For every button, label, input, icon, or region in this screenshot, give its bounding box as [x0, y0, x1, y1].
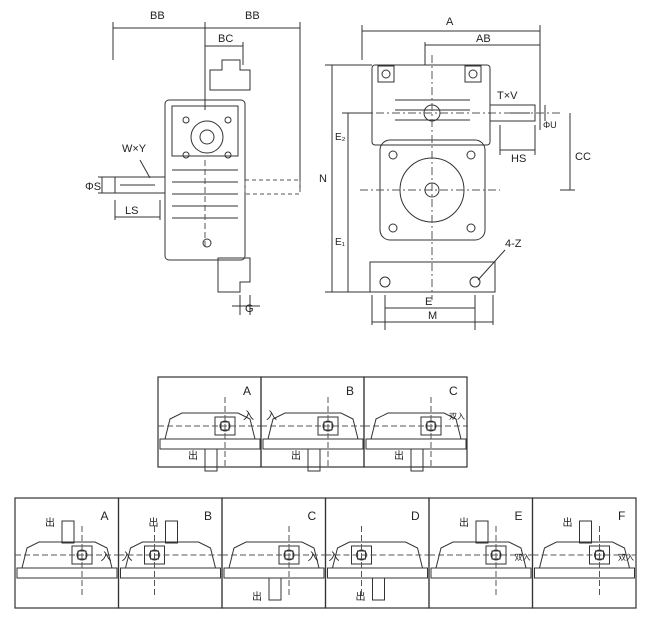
input-label: 双入	[449, 412, 465, 421]
gearbox-outline	[118, 520, 223, 596]
arrangement-f-row2: F 双入 出	[531, 497, 637, 609]
label-phi-u: ΦU	[543, 120, 557, 130]
arrangement-letter: B	[204, 509, 212, 523]
gearbox-outline	[222, 526, 326, 601]
output-label: 出	[356, 590, 366, 603]
input-label: 入	[329, 551, 340, 563]
front-view	[325, 25, 575, 330]
output-label: 出	[291, 449, 301, 462]
side-view	[98, 22, 301, 315]
label-4-z: 4-Z	[505, 238, 522, 250]
output-label: 出	[394, 449, 404, 462]
gearbox-outline	[429, 520, 533, 596]
output-label: 出	[563, 516, 573, 529]
dim-bb-left: BB	[150, 10, 165, 22]
label-hs: HS	[511, 153, 526, 165]
input-label: 入	[101, 551, 112, 563]
arrangement-a-row1: A入出	[157, 376, 262, 472]
output-label: 出	[459, 516, 469, 529]
arrangement-letter: C	[308, 509, 317, 523]
dim-ab: AB	[476, 33, 491, 45]
output-label: 出	[149, 516, 159, 529]
arrangement-c-row1: C 双入出	[363, 376, 468, 472]
arrangement-b-row2: B 入 出	[117, 497, 223, 609]
arrangement-frame	[531, 497, 637, 609]
input-label: 入	[243, 410, 254, 422]
gearbox-outline	[15, 520, 119, 596]
input-label: 双入	[515, 553, 531, 562]
arrangement-a-row2: A 入 出	[14, 497, 120, 609]
gearbox-outline	[532, 520, 637, 596]
arrangement-letter: D	[411, 509, 420, 523]
arrangement-letter: F	[618, 509, 625, 523]
label-g: G	[245, 303, 254, 315]
dim-bb-right: BB	[245, 10, 260, 22]
arrangement-frame	[363, 376, 468, 468]
arrangement-d-row2: D 入出	[324, 497, 430, 609]
arrangement-letter: A	[101, 509, 109, 523]
label-phi-s: ΦS	[85, 181, 101, 193]
dim-e2: E₂	[335, 132, 346, 143]
label-w-x-y: W×Y	[122, 143, 147, 155]
arrangement-letter: B	[346, 384, 354, 398]
output-label: 出	[252, 590, 262, 603]
label-ls: LS	[125, 205, 138, 217]
dim-n: N	[319, 173, 327, 185]
gearbox-outline	[325, 526, 430, 601]
dim-m: M	[428, 310, 437, 322]
gearbox-outline	[261, 397, 365, 472]
input-label: 入	[266, 410, 277, 422]
arrangement-e-row2: E 双入 出	[428, 497, 534, 609]
input-label: 入	[122, 551, 133, 563]
dim-a: A	[446, 16, 454, 28]
arrangement-letter: C	[449, 384, 458, 398]
arrangement-letter: A	[243, 384, 251, 398]
input-label: 双入	[618, 553, 634, 562]
label-t-x-v: T×V	[497, 90, 518, 102]
label-cc: CC	[575, 151, 591, 163]
dim-e1: E₁	[335, 237, 346, 248]
dim-e: E	[425, 296, 432, 308]
front-view-labels: A AB T×V ΦU HS CC 4-Z N E₂ E₁ E M	[319, 16, 591, 322]
input-label: 入	[308, 551, 319, 563]
output-label: 出	[188, 449, 198, 462]
arrangement-c-row2: C 入出	[221, 497, 327, 609]
output-label: 出	[45, 516, 55, 529]
arrangement-b-row1: B 入出	[260, 376, 365, 472]
gearbox-outline	[158, 397, 262, 472]
gearbox-outline	[364, 397, 468, 472]
side-view-labels: BB BB BC W×Y ΦS LS G	[85, 10, 260, 315]
dim-bc: BC	[218, 33, 233, 45]
arrangement-letter: E	[515, 509, 523, 523]
